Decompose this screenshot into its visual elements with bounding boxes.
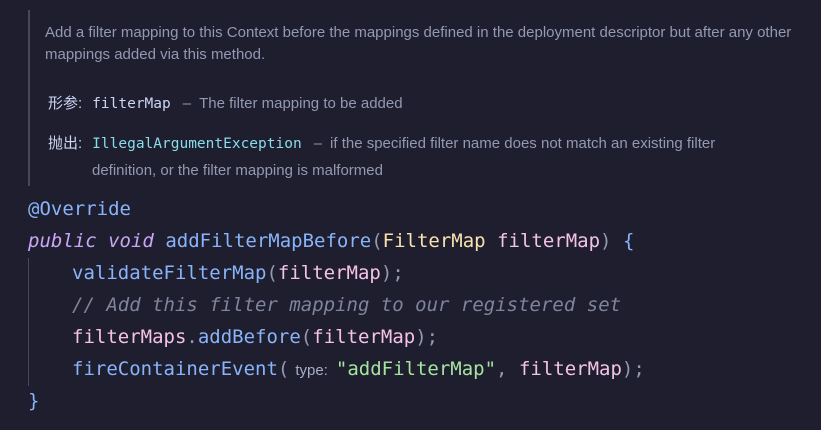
open-paren: ( xyxy=(277,358,290,380)
annotation-override: @Override xyxy=(28,198,131,220)
params-label: 形参: xyxy=(48,95,83,112)
arg-filtermap: filterMap xyxy=(312,326,416,348)
param-type: FilterMap xyxy=(382,230,486,252)
doc-params-row: 形参: filterMap–The filter mapping to be ad… xyxy=(48,93,403,115)
open-brace: { xyxy=(622,230,635,252)
doc-throws-row: 抛出: IllegalArgumentException–if the speci… xyxy=(48,133,715,155)
code-block[interactable]: @Override public void addFilterMapBefore… xyxy=(28,193,645,417)
param-hint-type: type: xyxy=(295,362,328,379)
code-line-fire-event[interactable]: fireContainerEvent(type:"addFilterMap", … xyxy=(28,353,645,385)
open-paren: ( xyxy=(300,326,313,348)
throws-label: 抛出: xyxy=(48,135,83,152)
exception-link[interactable]: IllegalArgumentException xyxy=(92,136,302,152)
code-comment: // Add this filter mapping to our regist… xyxy=(72,294,622,316)
doc-description: Add a filter mapping to this Context bef… xyxy=(45,24,792,63)
field-filtermaps: filterMaps xyxy=(72,326,187,348)
code-line-addbefore[interactable]: filterMaps.addBefore(filterMap); xyxy=(28,321,645,353)
keyword-void: void xyxy=(108,230,154,252)
dot: . xyxy=(186,326,198,348)
fn-fire-container-event: fireContainerEvent xyxy=(72,358,278,380)
close-paren: ); xyxy=(621,358,645,380)
close-paren: ); xyxy=(415,326,439,348)
close-paren: ); xyxy=(380,262,404,284)
code-line-comment[interactable]: // Add this filter mapping to our regist… xyxy=(28,289,645,321)
fn-addbefore: addBefore xyxy=(197,326,301,348)
code-line-signature[interactable]: public void addFilterMapBefore(FilterMap… xyxy=(28,225,645,257)
param-dash: – xyxy=(182,95,192,112)
doc-throws-desc-2: definition, or the filter mapping is mal… xyxy=(92,162,383,179)
arg-filtermap: filterMap xyxy=(277,262,381,284)
throws-dash: – xyxy=(313,135,323,152)
code-line-annotation[interactable]: @Override xyxy=(28,193,645,225)
doc-param-desc: The filter mapping to be added xyxy=(199,95,403,112)
doc-throws-desc-1: if the specified filter name does not ma… xyxy=(330,135,716,152)
arg-filtermap: filterMap xyxy=(518,358,622,380)
method-name: addFilterMapBefore xyxy=(165,230,372,252)
param-name: filterMap xyxy=(497,230,601,252)
close-paren: ) xyxy=(600,230,612,252)
indent-guide xyxy=(28,258,29,386)
code-line-close[interactable]: } xyxy=(28,385,645,417)
code-line-validate[interactable]: validateFilterMap(filterMap); xyxy=(28,257,645,289)
fn-validate: validateFilterMap xyxy=(72,262,267,284)
comma: , xyxy=(496,358,508,380)
keyword-public: public xyxy=(28,230,97,252)
doc-param-name: filterMap xyxy=(92,96,171,112)
open-paren: ( xyxy=(266,262,278,284)
string-literal: "addFilterMap" xyxy=(335,358,497,380)
close-brace: } xyxy=(28,390,40,412)
javadoc-panel: Add a filter mapping to this Context bef… xyxy=(28,10,820,186)
open-paren: ( xyxy=(371,230,383,252)
